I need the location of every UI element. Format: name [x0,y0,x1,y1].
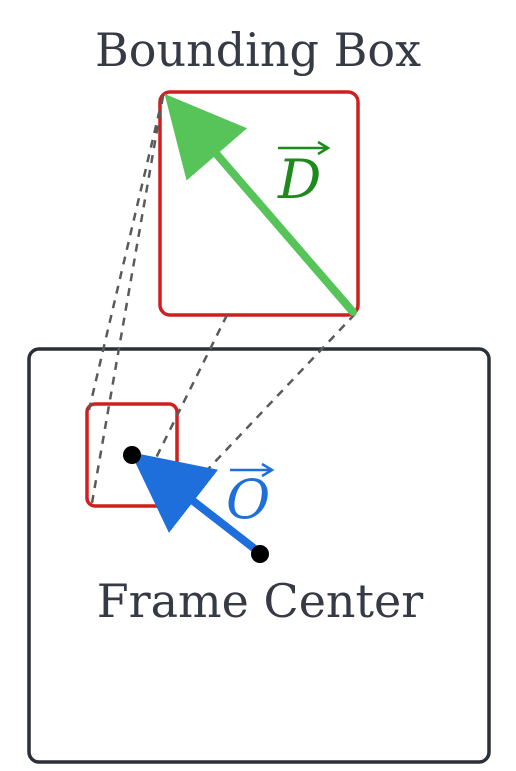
projection-line-middle [148,314,229,471]
vector-o-label: O [226,468,270,531]
projection-line-inner [90,95,165,504]
vector-o-arrow [130,452,264,557]
vector-d-overline-head [317,140,331,156]
frame-center-point [251,545,269,563]
vector-d-arrow [164,93,357,316]
frame [27,347,491,764]
frame-center-label: Frame Center [97,574,424,628]
vector-o-overline-head [261,462,275,478]
title: Bounding Box [95,23,421,77]
vector-d-label: D [277,148,321,211]
bounding-box-enlarged [158,90,360,317]
object-center-point [123,446,141,464]
projection-line-left [87,95,165,411]
